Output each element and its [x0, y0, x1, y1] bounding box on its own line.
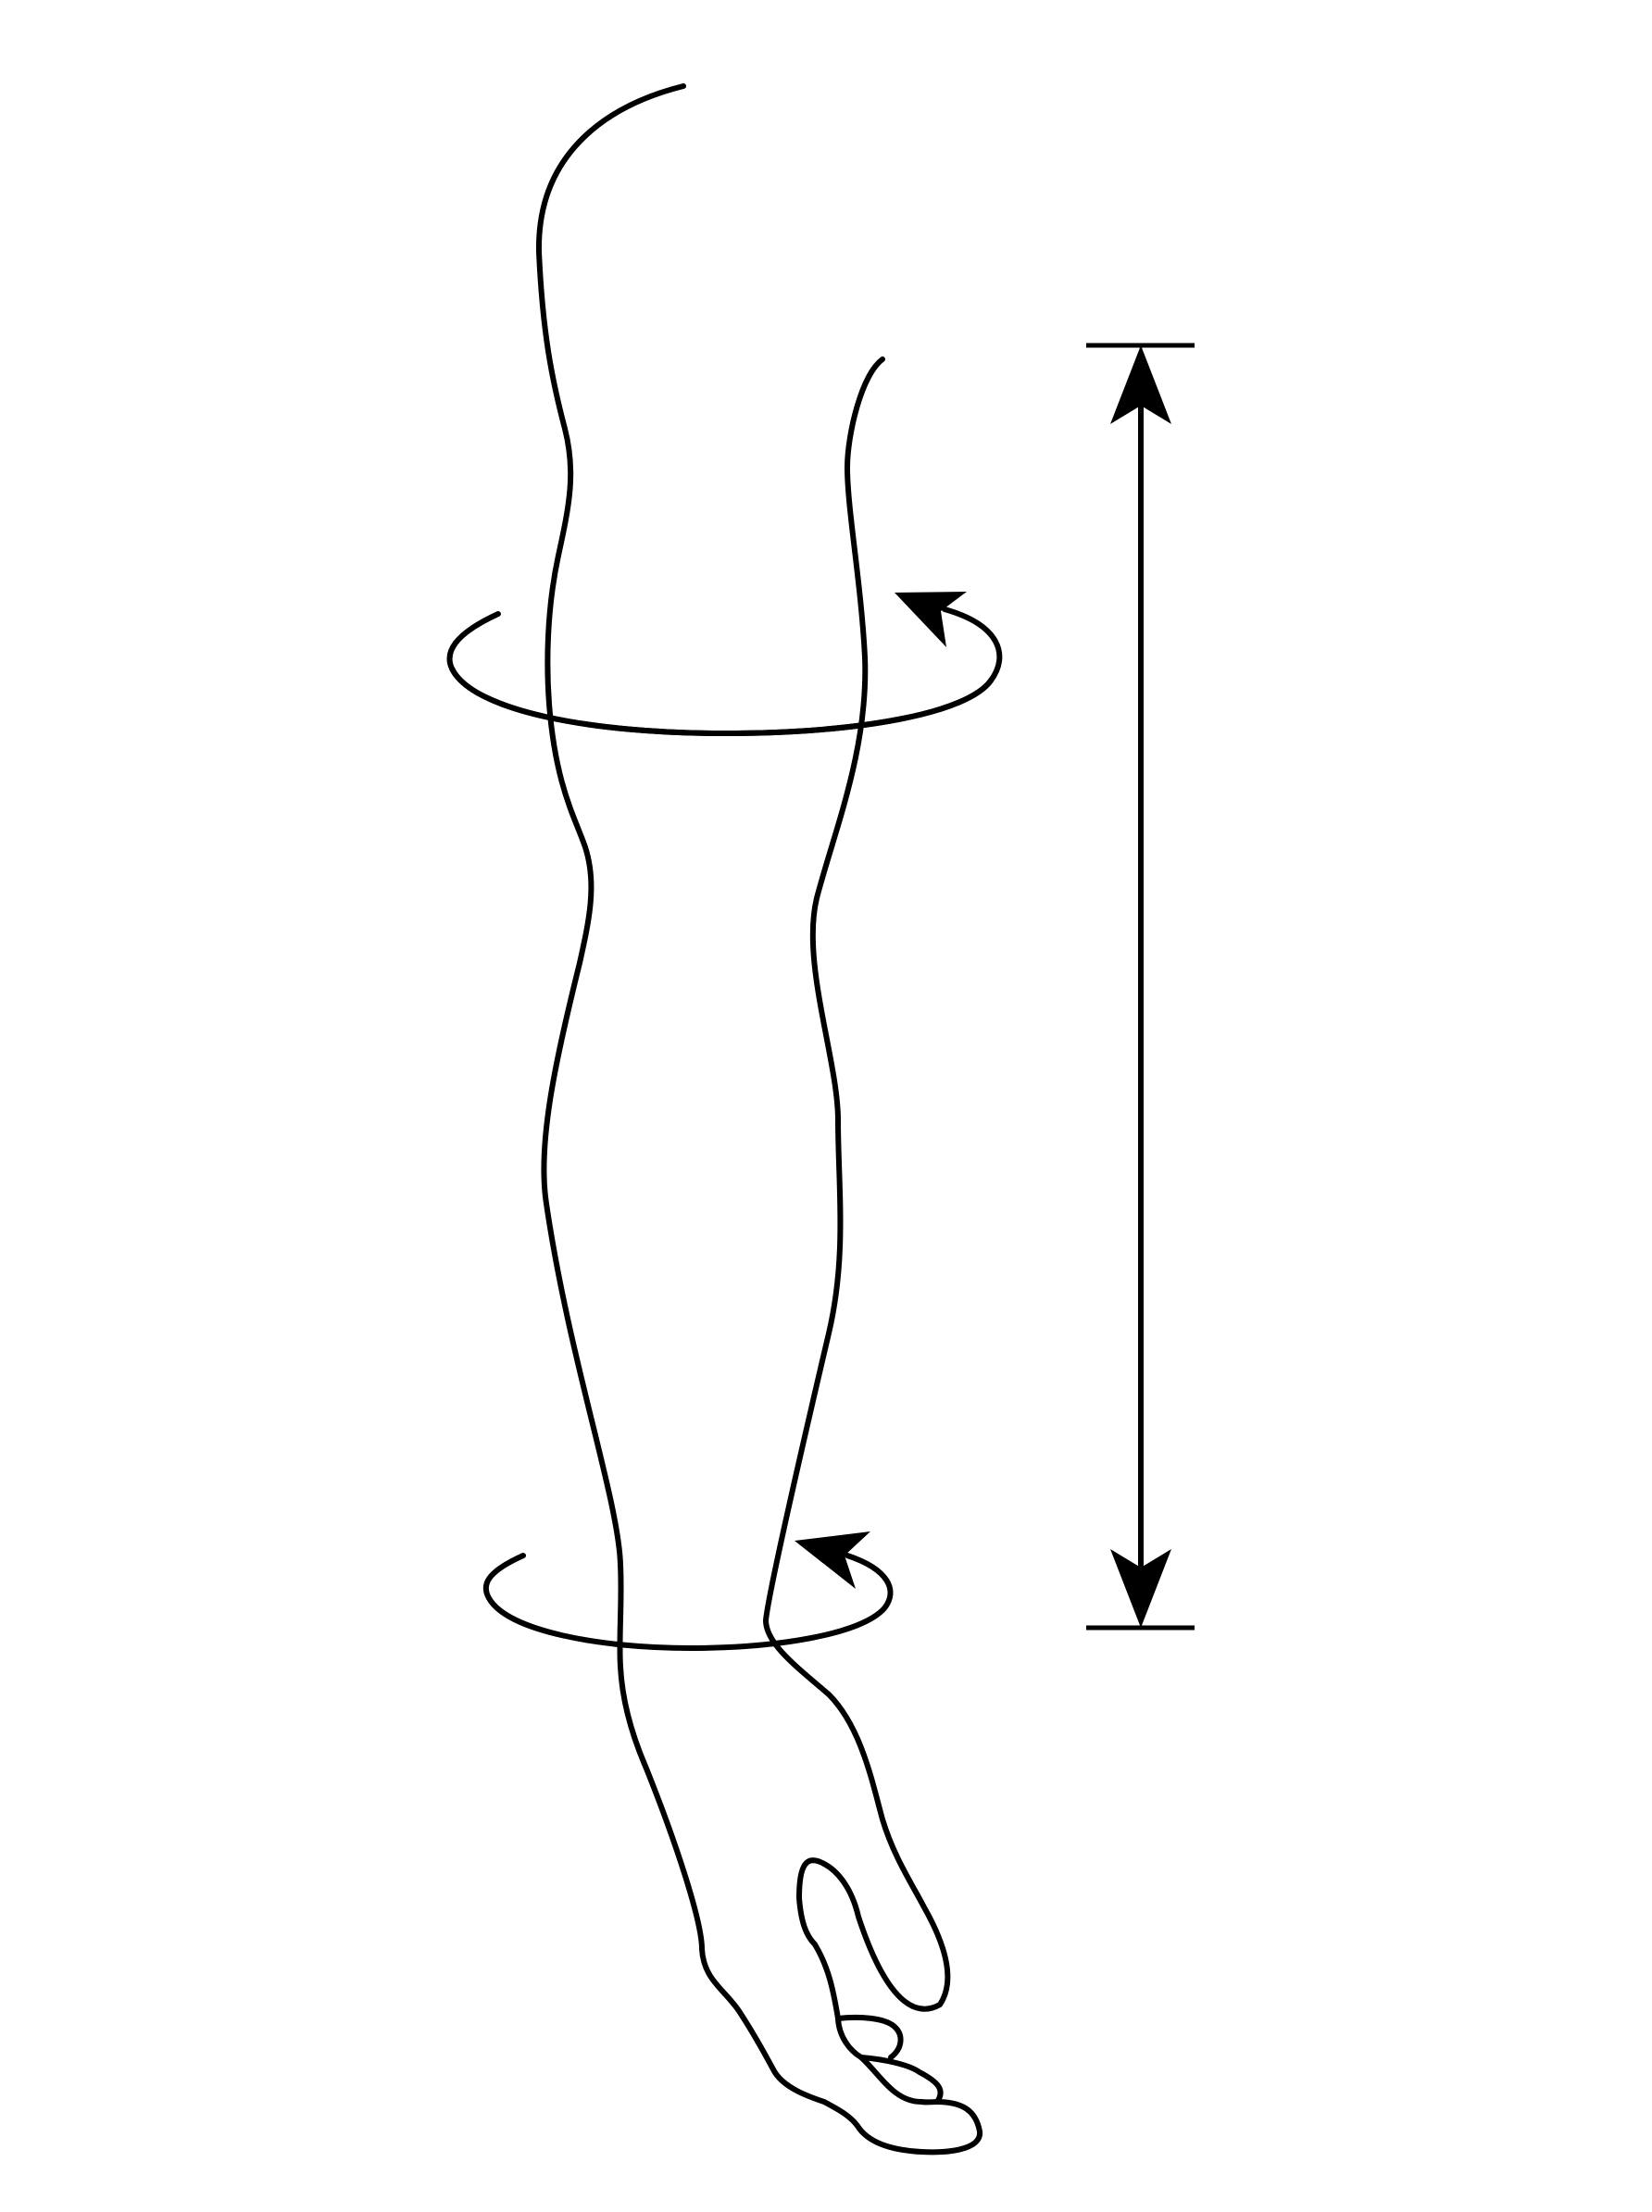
lower-loop-arc: [482, 1553, 894, 1651]
dimension-arrow-down: [1110, 1549, 1171, 1628]
upper-loop-arrowhead: [895, 592, 967, 647]
finger-index: [835, 2014, 904, 2060]
dimension-arrow-up: [1110, 345, 1171, 424]
hand-outline: [835, 2014, 944, 2106]
length-dimension-line: [1086, 343, 1195, 1631]
arm-right-contour: [763, 356, 951, 2060]
arm-left-contour: [535, 83, 983, 2156]
finger-ring: [858, 2055, 940, 2106]
lower-circumference-loop: [482, 1531, 894, 1651]
lower-loop-arrowhead: [795, 1531, 870, 1589]
finger-middle: [858, 2055, 944, 2105]
arm-outline: [535, 83, 983, 2156]
upper-loop-front-arc: [449, 666, 994, 736]
